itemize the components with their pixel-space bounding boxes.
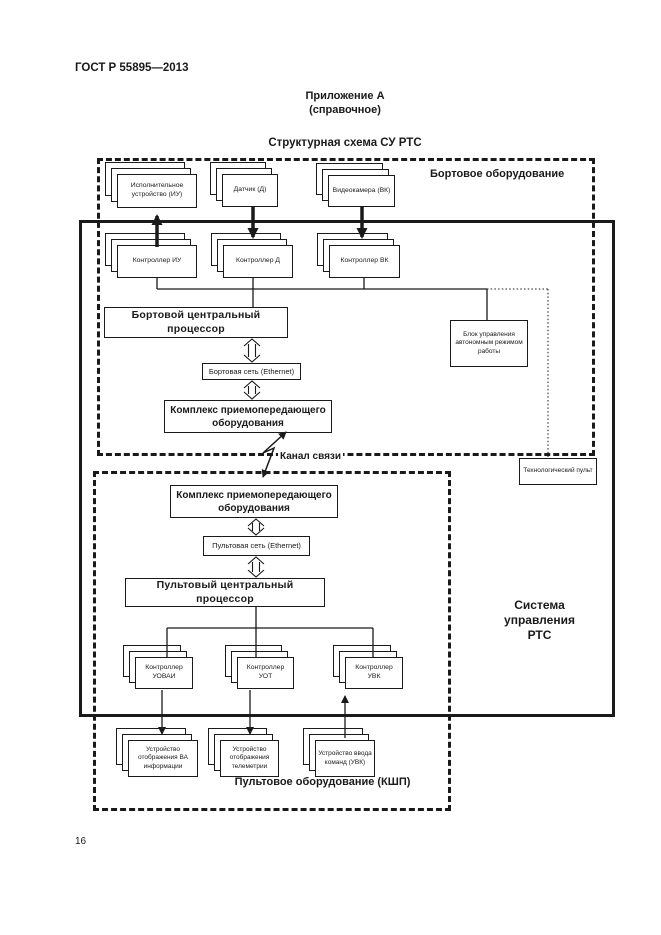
box-console-transceiver: Комплекс приемопередающего оборудования: [170, 485, 338, 518]
box-controller-d: Контроллер Д: [223, 245, 293, 278]
box-console-cpu: Пультовый центральный процессор: [125, 578, 325, 607]
page-number: 16: [75, 836, 87, 847]
box-onboard-net-label: Бортовая сеть (Ethernet): [208, 366, 295, 376]
channel-label: Канал связи: [278, 451, 344, 462]
box-actuator: Исполнительное устройство (ИУ): [117, 174, 197, 208]
box-onboard-transceiver-label: Комплекс приемопередающего оборудования: [170, 404, 326, 429]
stack-input-uvk: Устройство ввода команд (УВК): [303, 728, 375, 777]
box-onboard-net: Бортовая сеть (Ethernet): [202, 363, 301, 380]
box-display-va: Устройство отображения ВА информации: [128, 740, 198, 777]
box-input-uvk: Устройство ввода команд (УВК): [315, 740, 375, 777]
doc-number: ГОСТ Р 55895—2013: [75, 62, 189, 74]
box-console-transceiver-label: Комплекс приемопередающего оборудования: [176, 489, 332, 514]
box-console-cpu-label: Пультовый центральный процессор: [156, 578, 294, 605]
box-onboard-transceiver: Комплекс приемопередающего оборудования: [164, 400, 332, 433]
stack-camera: Видеокамера (ВК): [316, 163, 395, 207]
box-controller-d-label: Контроллер Д: [235, 257, 280, 265]
box-controller-uot: Контроллер УОТ: [237, 657, 294, 689]
box-console-net-label: Пультовая сеть (Ethernet): [212, 541, 301, 551]
appendix-subheading: (справочное): [309, 104, 381, 116]
box-actuator-label: Исполнительное устройство (ИУ): [130, 182, 184, 198]
box-input-uvk-label: Устройство ввода команд (УВК): [318, 750, 372, 766]
box-sensor-label: Датчик (Д): [233, 186, 267, 194]
box-controller-uovai-label: Контроллер УОВАИ: [145, 664, 183, 680]
stack-controller-d: Контроллер Д: [211, 233, 293, 278]
box-controller-vk-label: Контроллер ВК: [340, 257, 389, 265]
system-label: Система управления РТС: [472, 598, 607, 643]
onboard-equipment-frame: [97, 158, 595, 456]
stack-display-telemetry: Устройство отображения телеметрии: [208, 728, 279, 777]
stack-controller-uvk: Контроллер УВК: [333, 645, 403, 689]
box-console-net: Пультовая сеть (Ethernet): [203, 536, 310, 556]
box-camera: Видеокамера (ВК): [328, 175, 395, 207]
onboard-section-label: Бортовое оборудование: [430, 168, 565, 180]
box-controller-vk: Контроллер ВК: [329, 245, 400, 278]
box-onboard-cpu: Бортовой центральный процессор: [104, 307, 288, 338]
console-section-label: Пультовое оборудование (КШП): [234, 776, 411, 788]
box-controller-uvk-label: Контроллер УВК: [355, 664, 393, 680]
box-controller-iu: Контроллер ИУ: [117, 245, 197, 278]
box-auto-mode-unit: Блок управления автономным режимом работ…: [450, 320, 528, 367]
stack-controller-uot: Контроллер УОТ: [225, 645, 294, 689]
box-display-telemetry: Устройство отображения телеметрии: [220, 740, 279, 777]
diagram-title: Структурная схема СУ РТС: [268, 137, 422, 149]
stack-sensor: Датчик (Д): [210, 162, 278, 207]
box-controller-uot-label: Контроллер УОТ: [246, 664, 285, 680]
appendix-heading: Приложение А: [305, 90, 385, 102]
box-controller-uovai: Контроллер УОВАИ: [135, 657, 193, 689]
stack-controller-iu: Контроллер ИУ: [105, 233, 197, 278]
box-auto-mode-unit-label: Блок управления автономным режимом работ…: [455, 330, 523, 355]
box-controller-iu-label: Контроллер ИУ: [132, 257, 182, 265]
rts-control-system-frame: [79, 220, 615, 717]
stack-actuator: Исполнительное устройство (ИУ): [105, 162, 197, 208]
stack-controller-uovai: Контроллер УОВАИ: [123, 645, 193, 689]
box-tech-console-label: Технологический пульт: [523, 467, 593, 475]
box-sensor: Датчик (Д): [222, 174, 278, 207]
box-display-telemetry-label: Устройство отображения телеметрии: [229, 745, 270, 770]
box-controller-uvk: Контроллер УВК: [345, 657, 403, 689]
system-label-line3: РТС: [527, 628, 552, 642]
box-onboard-cpu-label: Бортовой центральный процессор: [131, 308, 261, 335]
box-tech-console: Технологический пульт: [519, 458, 597, 485]
system-label-line2: управления: [504, 613, 575, 627]
stack-display-va: Устройство отображения ВА информации: [116, 728, 198, 777]
system-label-line1: Система: [514, 598, 565, 612]
box-camera-label: Видеокамера (ВК): [332, 186, 391, 194]
stack-controller-vk: Контроллер ВК: [317, 233, 400, 278]
box-display-va-label: Устройство отображения ВА информации: [138, 745, 188, 770]
